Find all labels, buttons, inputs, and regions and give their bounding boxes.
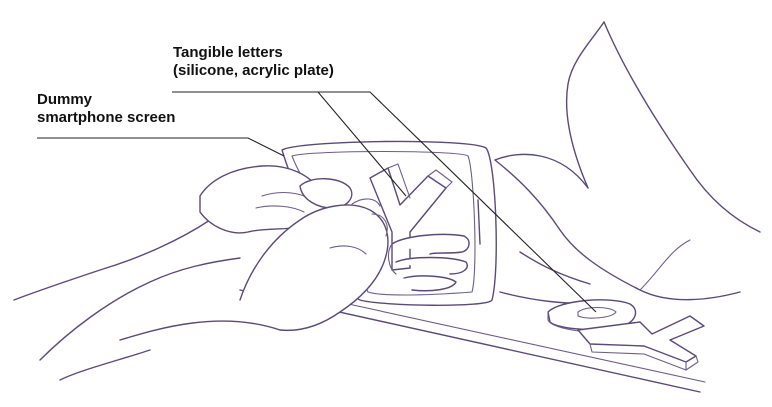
person-right (495, 22, 760, 303)
person-left (14, 166, 388, 380)
on-screen-hand (389, 234, 470, 290)
label-dummy-line1: Dummy (37, 91, 175, 109)
callout-line-dummy (37, 138, 284, 156)
tangible-letters-on-table (548, 300, 704, 370)
label-dummy-line2: smartphone screen (37, 109, 175, 127)
label-dummy-smartphone-screen: Dummy smartphone screen (37, 91, 175, 127)
label-tangible-letters-line1: Tangible letters (173, 44, 334, 62)
label-tangible-letters: Tangible letters (silicone, acrylic plat… (173, 44, 334, 80)
label-tangible-letters-line2: (silicone, acrylic plate) (173, 62, 334, 80)
